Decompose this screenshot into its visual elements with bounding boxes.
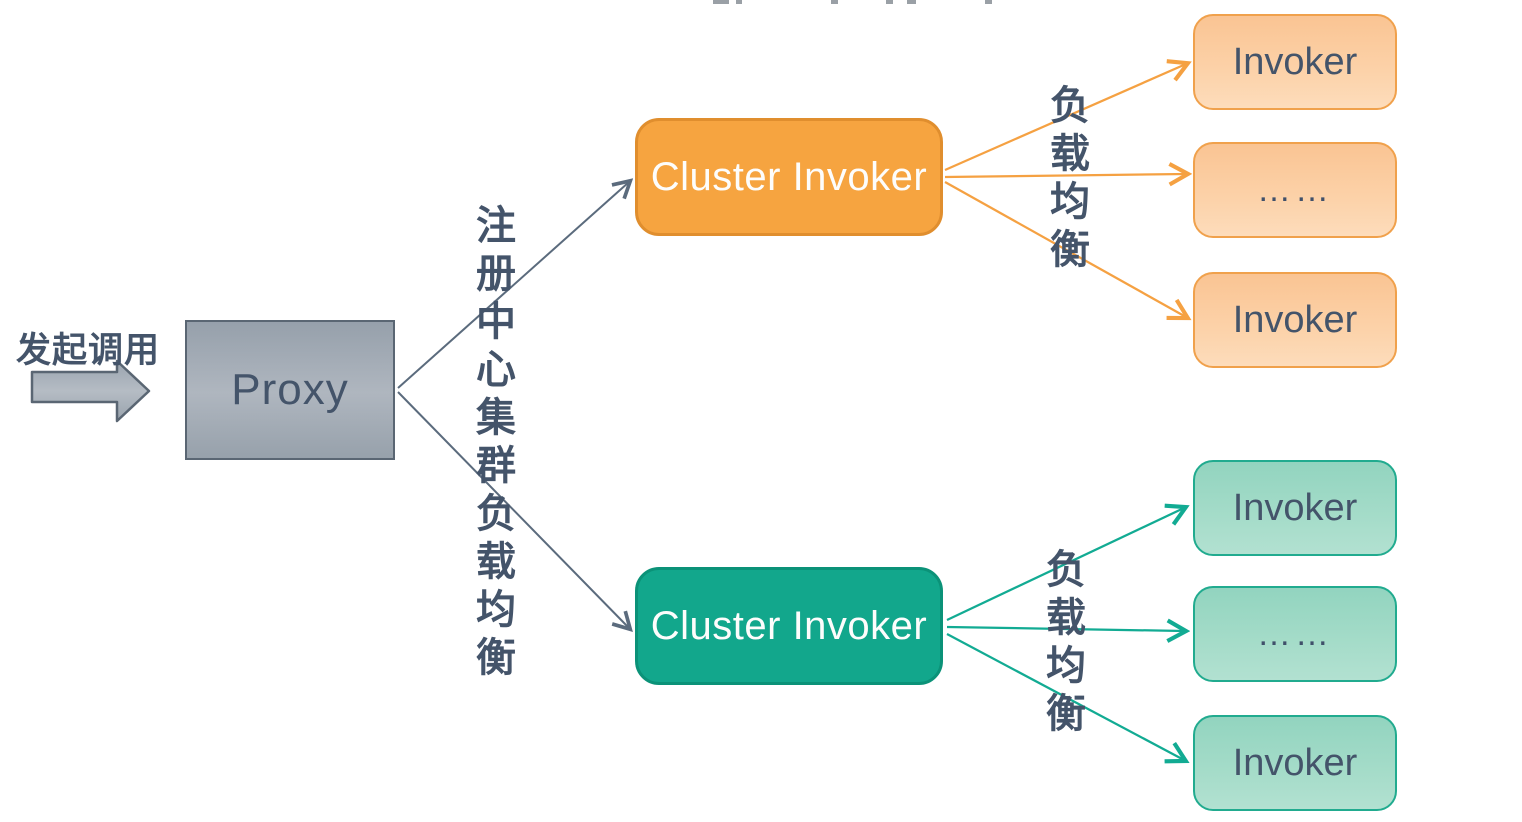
edge-cluster-a-to-invoker-2 (944, 174, 1186, 177)
cut-off-title-fragment (886, 0, 893, 4)
load-balance-label-bottom: 负载均衡 (1040, 548, 1084, 740)
invoker-node-bottom-1: Invoker (1193, 460, 1397, 556)
cut-off-title-fragment (713, 0, 729, 4)
proxy-node: Proxy (185, 320, 395, 460)
edge-proxy-to-cluster-a (397, 182, 629, 389)
cut-off-title-fragment (831, 0, 838, 4)
invoker-node-top-3: Invoker (1193, 272, 1397, 368)
cut-off-title-fragment (736, 0, 742, 4)
invoker-node-top-ellipsis: …… (1193, 142, 1397, 238)
invoker-node-top-1: Invoker (1193, 14, 1397, 110)
load-balance-label-top: 负载均衡 (1044, 84, 1088, 276)
edge-cluster-a-to-invoker-1 (944, 64, 1186, 172)
cluster-invoker-node-top: Cluster Invoker (635, 118, 943, 236)
registry-cluster-lb-label: 注册中心集群负载均衡 (470, 204, 514, 684)
edge-cluster-b-to-invoker-2 (946, 627, 1184, 631)
invoke-arrow-shape (30, 359, 151, 423)
invoker-node-bottom-3: Invoker (1193, 715, 1397, 811)
caller-label: 发起调用 (16, 331, 161, 370)
edge-cluster-a-to-invoker-3 (944, 181, 1186, 317)
edge-proxy-to-cluster-b (397, 391, 629, 628)
cluster-invoker-node-bottom: Cluster Invoker (635, 567, 943, 685)
edge-cluster-b-to-invoker-1 (946, 508, 1184, 622)
cut-off-title-fragment (985, 0, 992, 4)
cut-off-title-fragment (907, 0, 916, 4)
edge-cluster-b-to-invoker-3 (946, 633, 1184, 760)
invoker-node-bottom-ellipsis: …… (1193, 586, 1397, 682)
